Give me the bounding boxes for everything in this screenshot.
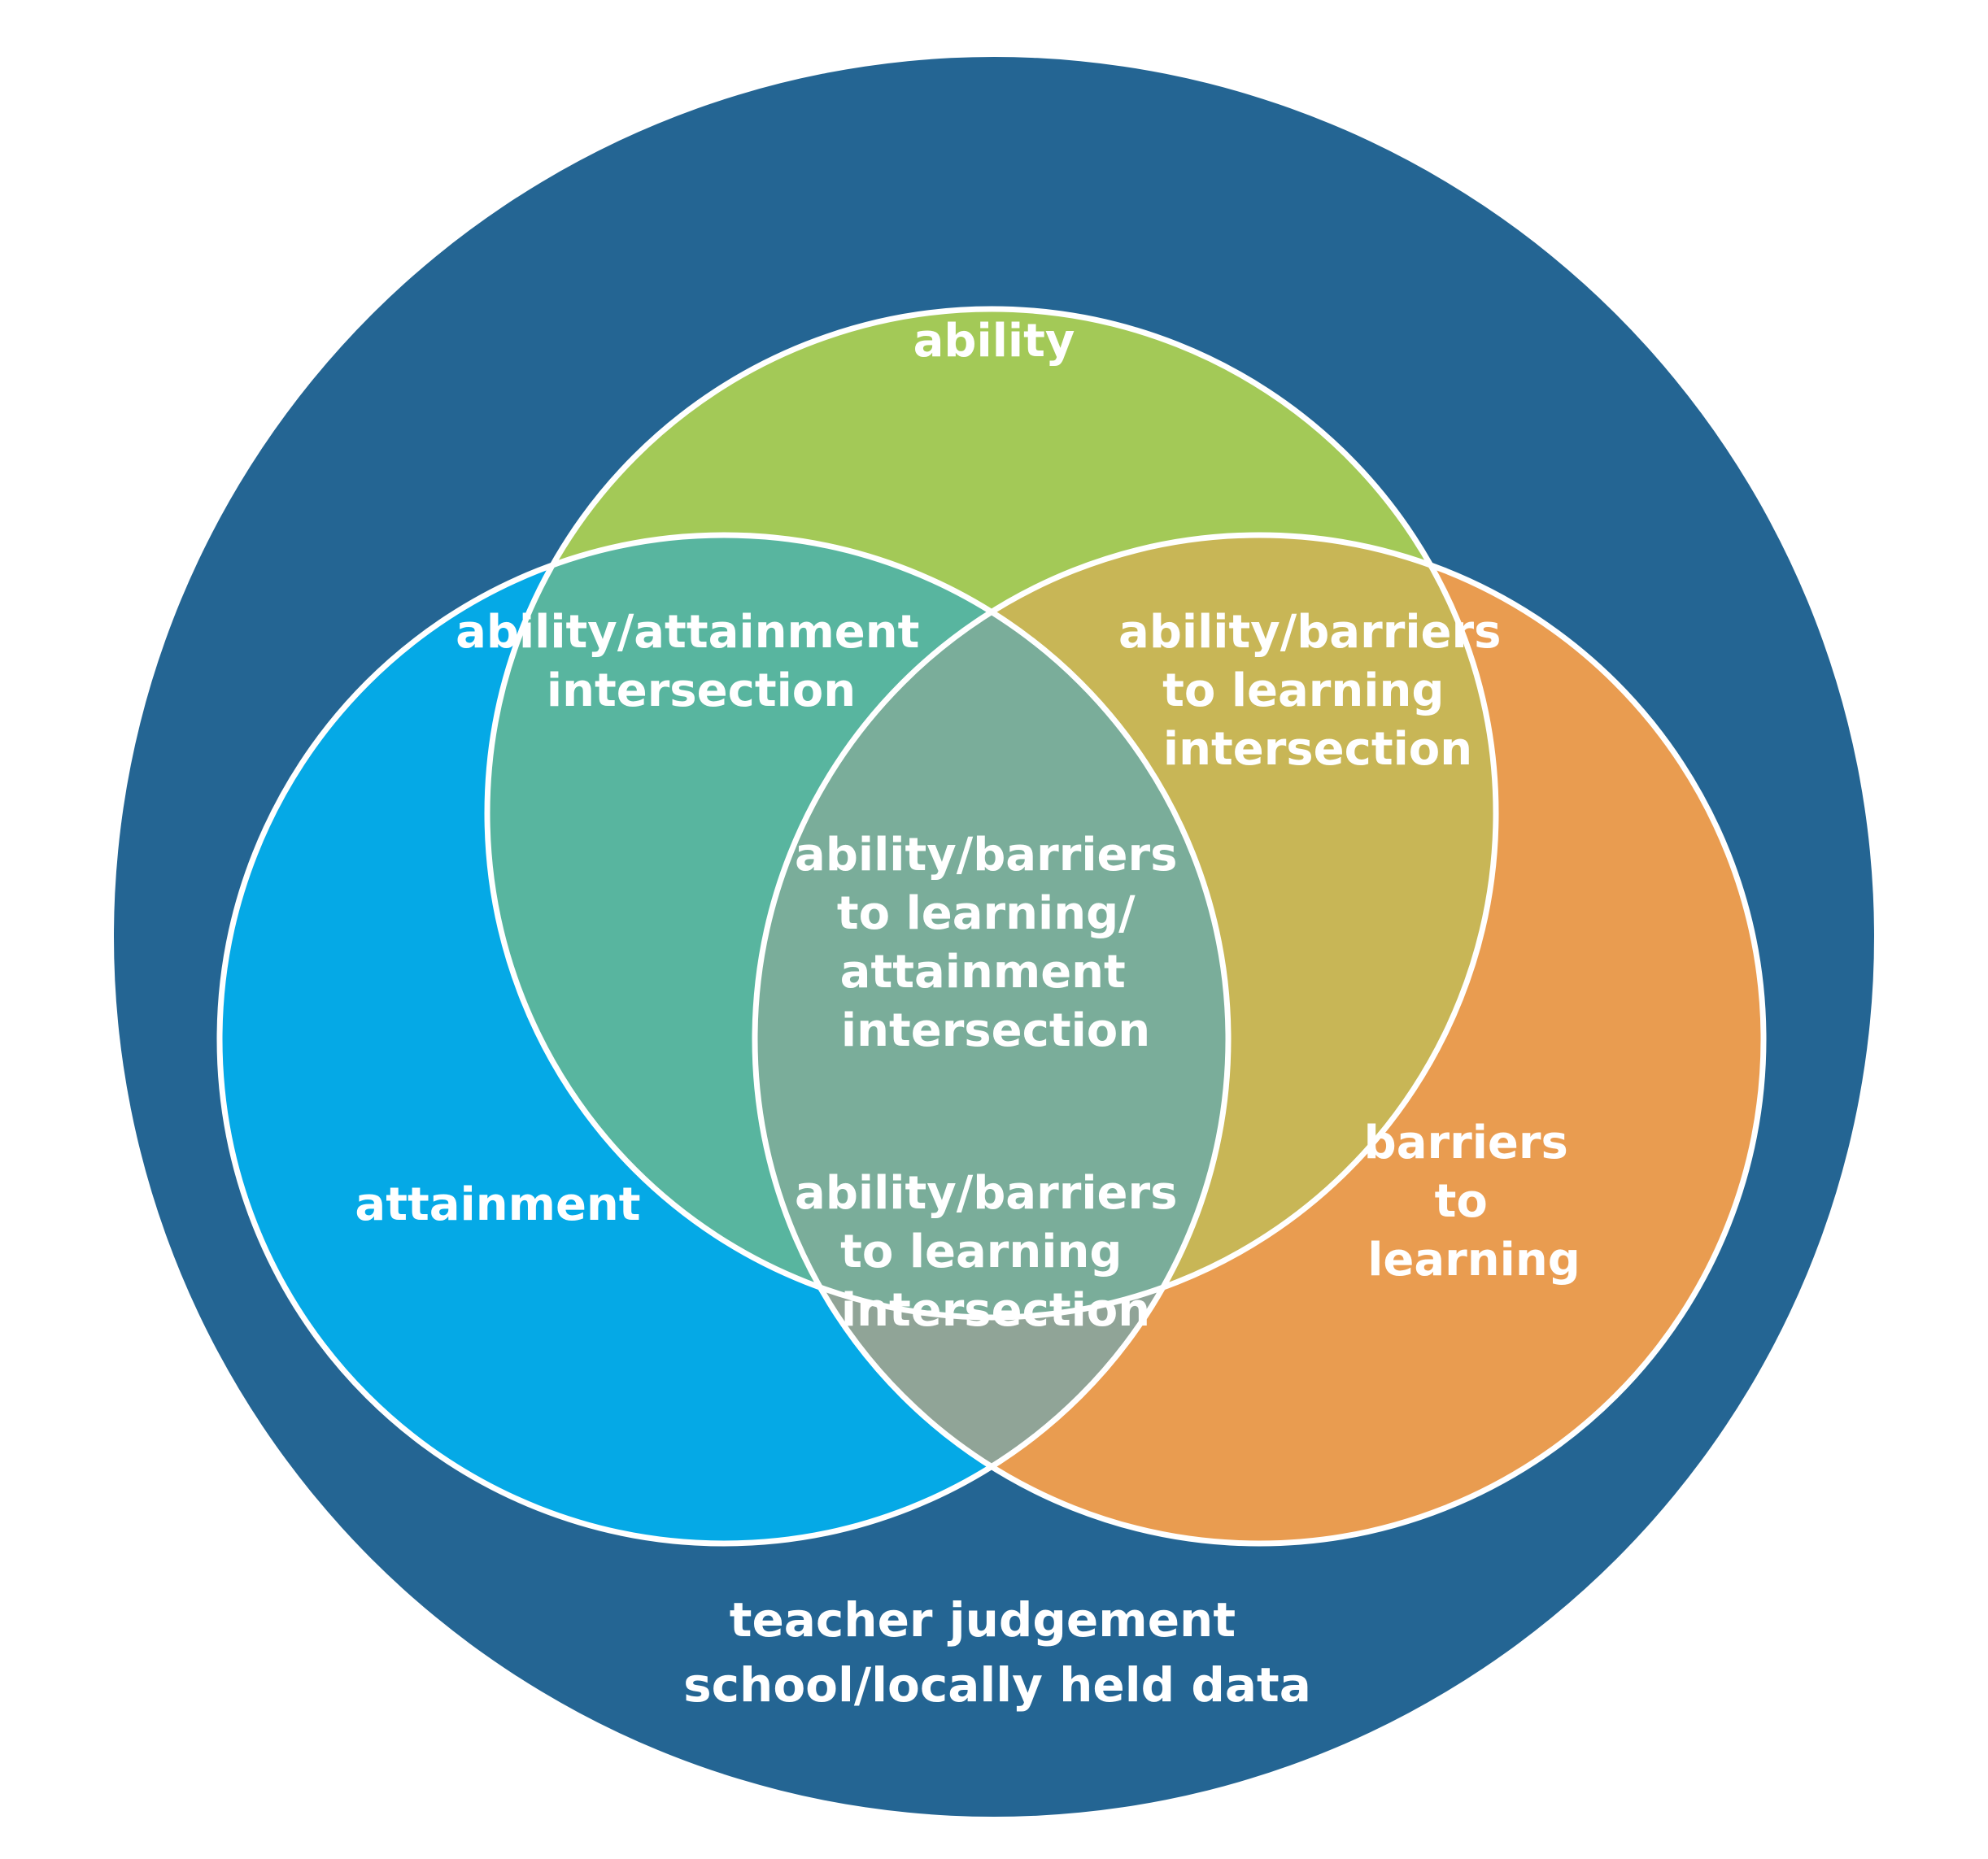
attainment-label: attainment xyxy=(355,1178,640,1231)
outer-label: teacher judgement school/locally held da… xyxy=(683,1592,1311,1713)
ability-attainment-label: ability/attainment intersection xyxy=(456,606,935,717)
ability-outline xyxy=(484,306,1499,1321)
center-region xyxy=(755,535,1228,1317)
center-label: ability/barriers to learning/ attainment… xyxy=(795,829,1193,1057)
ability-barriers-label: ability/barriers to learning intersectio… xyxy=(1118,606,1517,776)
ability-label: ability xyxy=(913,315,1075,368)
attainment-barriers-label: ability/barriers to learning intersectio… xyxy=(795,1167,1193,1337)
barriers-label: barriers to learning xyxy=(1364,1117,1585,1286)
barriers-outline xyxy=(752,532,1767,1547)
attainment-outline xyxy=(216,532,1232,1547)
